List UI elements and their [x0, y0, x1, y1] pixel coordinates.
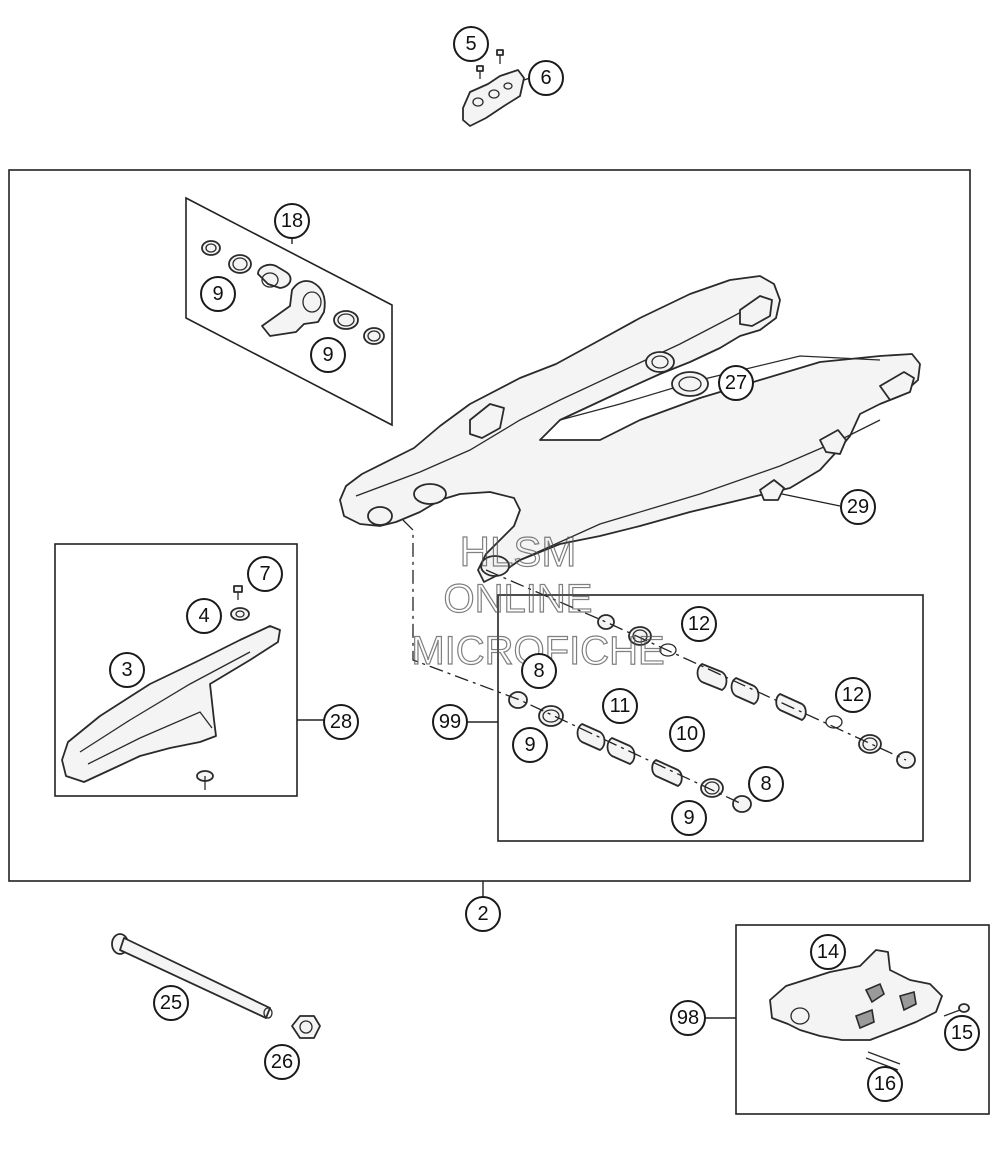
callout-18: 18 [274, 203, 310, 239]
callout-29-label: 29 [847, 496, 869, 518]
callout-10: 10 [669, 716, 705, 752]
callout-5: 5 [453, 26, 489, 62]
callout-7: 7 [247, 556, 283, 592]
chain-guide-kit-98-frame [735, 924, 990, 1115]
callout-2-label: 2 [477, 903, 488, 925]
callout-9-kit-right: 9 [671, 800, 707, 836]
callout-8-label: 8 [533, 660, 544, 682]
callout-99: 99 [432, 704, 468, 740]
callout-99-label: 99 [439, 711, 461, 733]
callout-9-label: 9 [683, 807, 694, 829]
callout-27-label: 27 [725, 372, 747, 394]
callout-8-upper: 8 [521, 653, 557, 689]
callout-29: 29 [840, 489, 876, 525]
watermark: HLSM ONLINE MICROFICHE [411, 527, 666, 673]
bearing-kit-99-frame [497, 594, 924, 842]
callout-11: 11 [602, 688, 638, 724]
callout-2: 2 [465, 896, 501, 932]
callout-9-label: 9 [524, 734, 535, 756]
watermark-line-1: HLSM [460, 528, 577, 575]
callout-7-label: 7 [259, 563, 270, 585]
callout-9-label: 9 [212, 283, 223, 305]
callout-9-upper-left: 9 [200, 276, 236, 312]
callout-6-label: 6 [540, 67, 551, 89]
leader-lines [291, 77, 841, 1019]
callout-12-left: 12 [681, 606, 717, 642]
callout-14: 14 [810, 934, 846, 970]
watermark-line-2: ONLINE [444, 577, 593, 621]
callout-6: 6 [528, 60, 564, 96]
callout-28: 28 [323, 704, 359, 740]
swingarm-body [339, 275, 921, 583]
chain-guide-top-part [462, 49, 525, 127]
callout-16-label: 16 [874, 1073, 896, 1095]
chain-guide-kit-98-parts [769, 949, 970, 1071]
callout-98: 98 [670, 1000, 706, 1036]
chain-slider-kit-28-parts [61, 585, 281, 790]
axle-nut [291, 1015, 321, 1039]
callout-9-label: 9 [322, 344, 333, 366]
callout-12-label: 12 [688, 613, 710, 635]
callout-12-right: 12 [835, 677, 871, 713]
callout-11-label: 11 [610, 695, 631, 717]
callout-3-label: 3 [121, 659, 132, 681]
callout-26: 26 [264, 1044, 300, 1080]
bearing-kit-18-parts [201, 240, 385, 345]
callout-27: 27 [718, 365, 754, 401]
callout-8-lower: 8 [748, 766, 784, 802]
callout-4: 4 [186, 598, 222, 634]
callout-25-label: 25 [160, 992, 182, 1014]
callout-98-label: 98 [677, 1007, 699, 1029]
callout-5-label: 5 [465, 33, 476, 55]
callout-28-label: 28 [330, 711, 352, 733]
chain-slider-kit-28-frame [54, 543, 298, 797]
callout-3: 3 [109, 652, 145, 688]
callout-14-label: 14 [817, 941, 839, 963]
callout-8-label: 8 [760, 773, 771, 795]
callout-25: 25 [153, 985, 189, 1021]
callout-18-label: 18 [281, 210, 303, 232]
callout-4-label: 4 [198, 605, 209, 627]
callout-9-upper-right: 9 [310, 337, 346, 373]
callout-16: 16 [867, 1066, 903, 1102]
bearing-kit-18-frame [185, 196, 393, 427]
callout-10-label: 10 [676, 723, 698, 745]
swingarm-axle [111, 933, 273, 1019]
callout-15-label: 15 [951, 1022, 973, 1044]
callout-12-label: 12 [842, 684, 864, 706]
swingarm-assembly-frame [8, 169, 971, 882]
callout-9-kit-left: 9 [512, 727, 548, 763]
callout-26-label: 26 [271, 1051, 293, 1073]
axis-line-lower [402, 519, 743, 805]
callout-15: 15 [944, 1015, 980, 1051]
